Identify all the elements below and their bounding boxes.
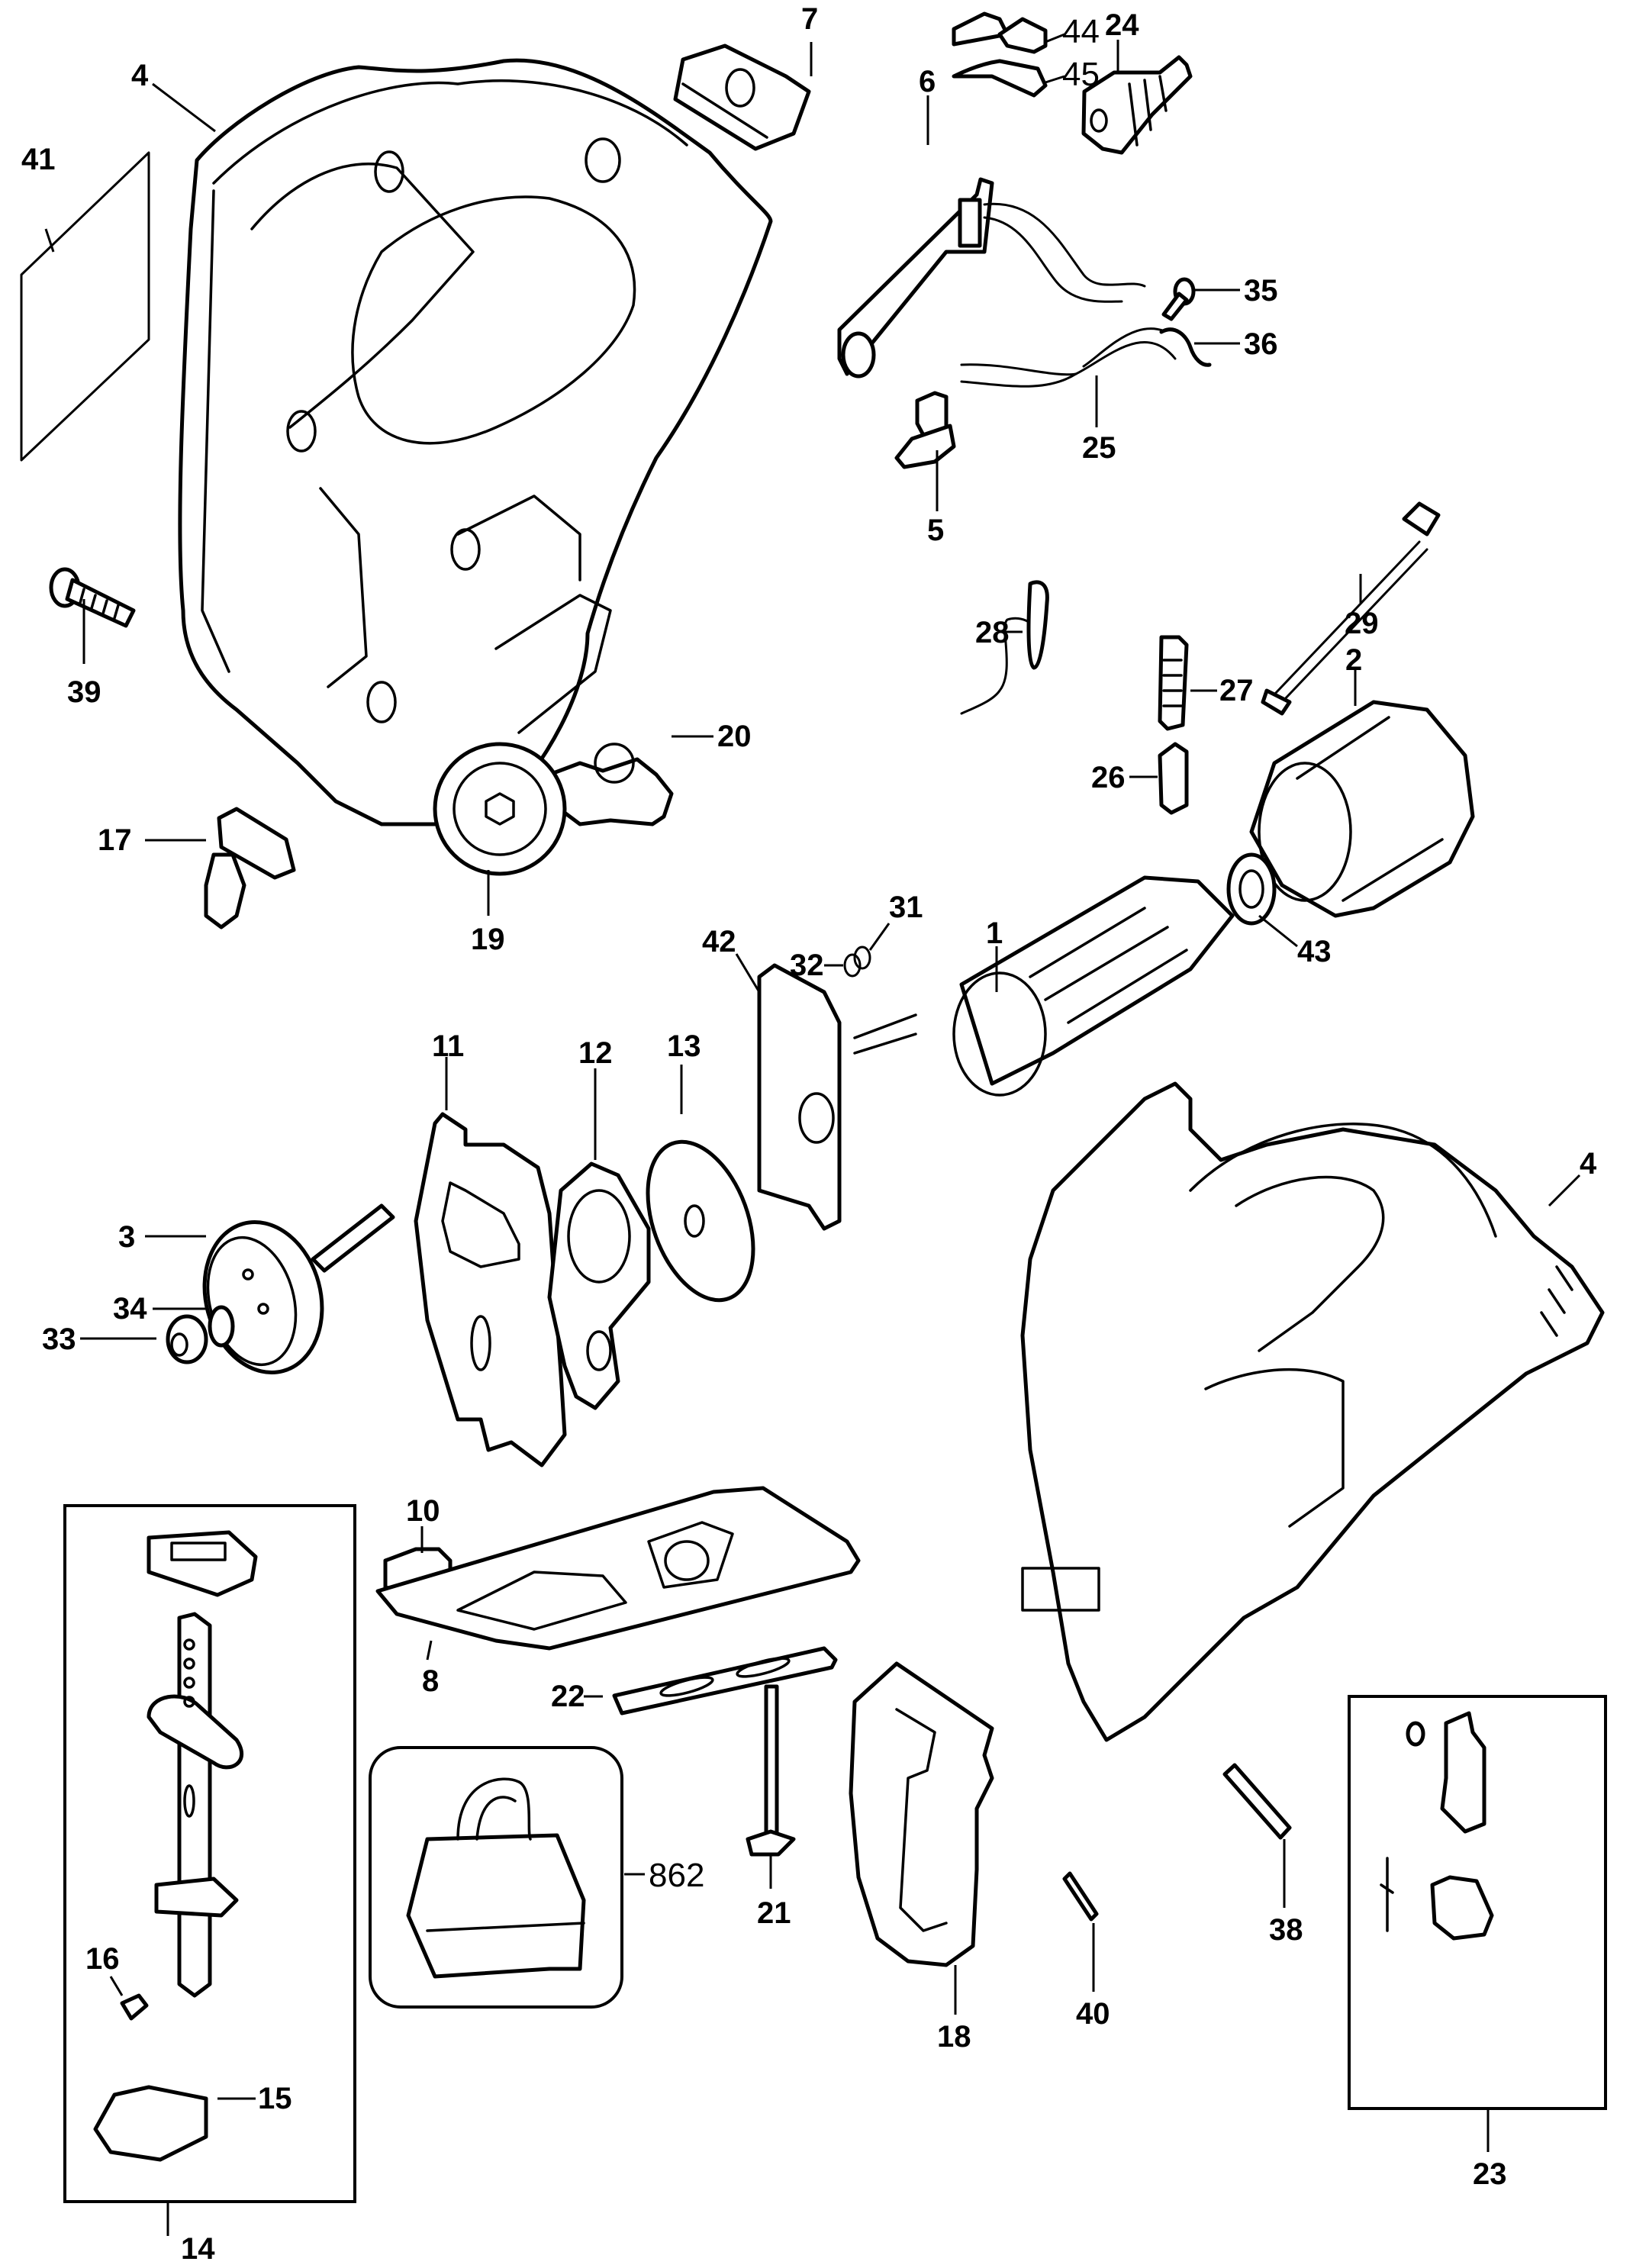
part-5-switch: 5 <box>894 391 956 547</box>
part-4-housing-left: 4 <box>131 58 773 826</box>
callout-13: 13 <box>667 1029 701 1063</box>
part-15-blade-clamp: 15 <box>217 2082 292 2115</box>
callout-22: 22 <box>551 1680 585 1713</box>
part-28-lead-wire: 28 <box>960 580 1049 715</box>
part-3-drive-gear: 3 <box>118 1203 395 1375</box>
callout-6: 6 <box>919 65 936 98</box>
part-7-speed-dial: 7 <box>673 2 818 151</box>
part-26-brush-holder: 26 <box>1091 742 1189 815</box>
callout-43: 43 <box>1297 935 1332 968</box>
callout-25: 25 <box>1082 431 1116 465</box>
part-24-cord-protector: 24 <box>1081 8 1193 155</box>
part-22-rail: 22 <box>551 1646 838 1715</box>
callout-33: 33 <box>42 1322 76 1356</box>
callout-44: 44 <box>1062 13 1100 50</box>
part-20-gear: 20 <box>547 720 752 826</box>
callout-8: 8 <box>422 1664 439 1698</box>
callout-17: 17 <box>98 823 132 857</box>
part-38-pin: 38 <box>1222 1763 1303 1947</box>
callout-23: 23 <box>1473 2157 1507 2191</box>
part-43-bearing: 43 <box>1226 852 1332 968</box>
part-17-lever: 17 <box>98 807 296 929</box>
callout-28: 28 <box>975 616 1010 649</box>
callout-41: 41 <box>21 143 56 176</box>
callout-20: 20 <box>717 720 752 753</box>
callout-35: 35 <box>1244 274 1278 308</box>
callout-36: 36 <box>1244 327 1278 361</box>
part-6-circuit-board: 6 <box>837 65 1146 379</box>
part-25-cord: 25 <box>960 327 1184 465</box>
part-13-washer-disc: 13 <box>646 1029 755 1303</box>
callout-3: 3 <box>118 1220 135 1254</box>
part-42-baffle: 42 <box>702 925 842 1231</box>
callout-10: 10 <box>406 1494 440 1528</box>
callout-862: 862 <box>649 1857 704 1894</box>
part-1-armature: 1 <box>853 875 1235 1097</box>
callout-2: 2 <box>1345 643 1362 677</box>
part-862-storage-bag: 862 <box>369 1746 704 2009</box>
part-14-plunger-assembly-kit: 14 <box>63 1504 356 2266</box>
callout-26: 26 <box>1091 761 1126 794</box>
callout-39: 39 <box>67 675 101 709</box>
callout-40: 40 <box>1076 1997 1110 2031</box>
callout-15: 15 <box>258 2082 292 2115</box>
part-27-carbon-brush: 27 <box>1158 635 1254 731</box>
callout-16: 16 <box>85 1942 120 1976</box>
part-8-shoe-base: 8 <box>375 1486 861 1698</box>
callout-4-left: 4 <box>131 59 149 92</box>
callout-27: 27 <box>1219 674 1254 707</box>
part-16-screw: 16 <box>85 1942 149 2021</box>
callout-7: 7 <box>801 2 818 36</box>
callout-34: 34 <box>113 1292 147 1326</box>
part-36-cord-clamp: 36 <box>1159 327 1278 367</box>
part-23-lever-kit: 23 <box>1348 1695 1607 2191</box>
callout-1: 1 <box>986 917 1003 950</box>
callout-38: 38 <box>1269 1913 1303 1947</box>
part-12-gasket: 12 <box>547 1036 651 1410</box>
part-19-gear: 19 <box>433 742 567 956</box>
part-40-pin: 40 <box>1062 1871 1110 2031</box>
part-41-label: 41 <box>20 143 150 462</box>
part-35-screw: 35 <box>1161 274 1278 321</box>
callout-31: 31 <box>889 891 923 924</box>
callout-11: 11 <box>432 1029 464 1063</box>
part-34-washer: 34 <box>113 1292 235 1348</box>
part-39-screw: 39 <box>49 567 136 709</box>
part-11-plate: 11 <box>414 1029 567 1467</box>
part-18-handle-cover: 18 <box>849 1661 994 2054</box>
callout-18: 18 <box>937 2020 971 2054</box>
callout-14: 14 <box>181 2232 215 2266</box>
part-2-field-stator: 2 <box>1249 643 1475 918</box>
part-4-housing-right: 4 <box>1020 1081 1605 1742</box>
callout-5: 5 <box>927 514 944 547</box>
callout-29: 29 <box>1345 607 1379 640</box>
callout-24: 24 <box>1105 8 1139 42</box>
callout-12: 12 <box>578 1036 613 1070</box>
callout-21: 21 <box>757 1896 791 1930</box>
callout-42: 42 <box>702 925 736 958</box>
part-33-nut: 33 <box>42 1314 208 1364</box>
part-31-retaining-ring: 31 <box>853 891 923 970</box>
part-45-button-pad: 45 <box>952 56 1100 98</box>
part-44-button: 44 <box>952 11 1100 54</box>
callout-4-right: 4 <box>1580 1147 1597 1181</box>
callout-19: 19 <box>471 923 505 956</box>
part-29-lead-wire: 29 <box>1261 501 1441 716</box>
part-21-bolt: 21 <box>746 1684 796 1930</box>
